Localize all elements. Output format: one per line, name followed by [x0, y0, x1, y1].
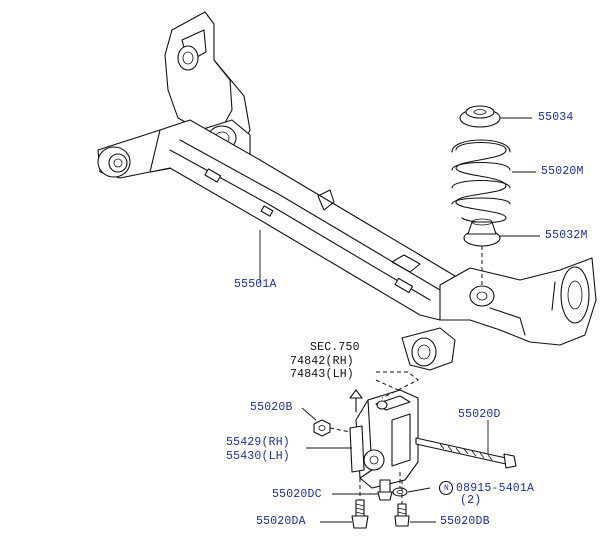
n-mark-circle [438, 480, 454, 496]
mount-dash-1 [376, 371, 419, 399]
label-sec750: SEC.750 [310, 341, 360, 354]
leader-55020B [301, 407, 317, 421]
bolt-55020DA [351, 499, 369, 529]
label-55034: 55034 [538, 111, 574, 124]
axle-beam [149, 119, 471, 321]
nut-08915 [392, 487, 408, 497]
label-55020DC: 55020DC [272, 488, 322, 501]
label-08915: 08915-5401A [456, 482, 535, 495]
mount-dash-2 [375, 379, 399, 391]
label-08915-mark: N [443, 484, 449, 493]
label-55020DA: 55020DA [256, 515, 306, 528]
label-08915-qty: (2) [460, 494, 482, 507]
coil-spring [451, 139, 511, 224]
bolt-55020DB [394, 503, 410, 527]
upper-spring-seat [459, 105, 501, 128]
label-55020M: 55020M [541, 165, 584, 178]
label-74842: 74842(RH) [290, 355, 354, 368]
label-55430: 55430(LH) [226, 450, 290, 463]
dash-55020B [329, 427, 351, 433]
leader-08915 [407, 487, 431, 493]
nut-55020B [313, 419, 331, 437]
mount-bracket [349, 389, 419, 489]
bolt-55020D [415, 437, 517, 469]
label-55032M: 55032M [545, 229, 588, 242]
label-55501A: 55501A [234, 278, 277, 291]
right-trailing-arm [401, 257, 597, 371]
bolt-55020DC [377, 479, 393, 501]
label-55020D: 55020D [458, 408, 501, 421]
direction-arrow [349, 389, 363, 399]
label-55020DB: 55020DB [440, 515, 490, 528]
label-55429: 55429(RH) [226, 436, 290, 449]
lower-spring-seat [463, 218, 501, 247]
label-74843: 74843(LH) [290, 368, 354, 381]
label-55020B: 55020B [250, 401, 293, 414]
